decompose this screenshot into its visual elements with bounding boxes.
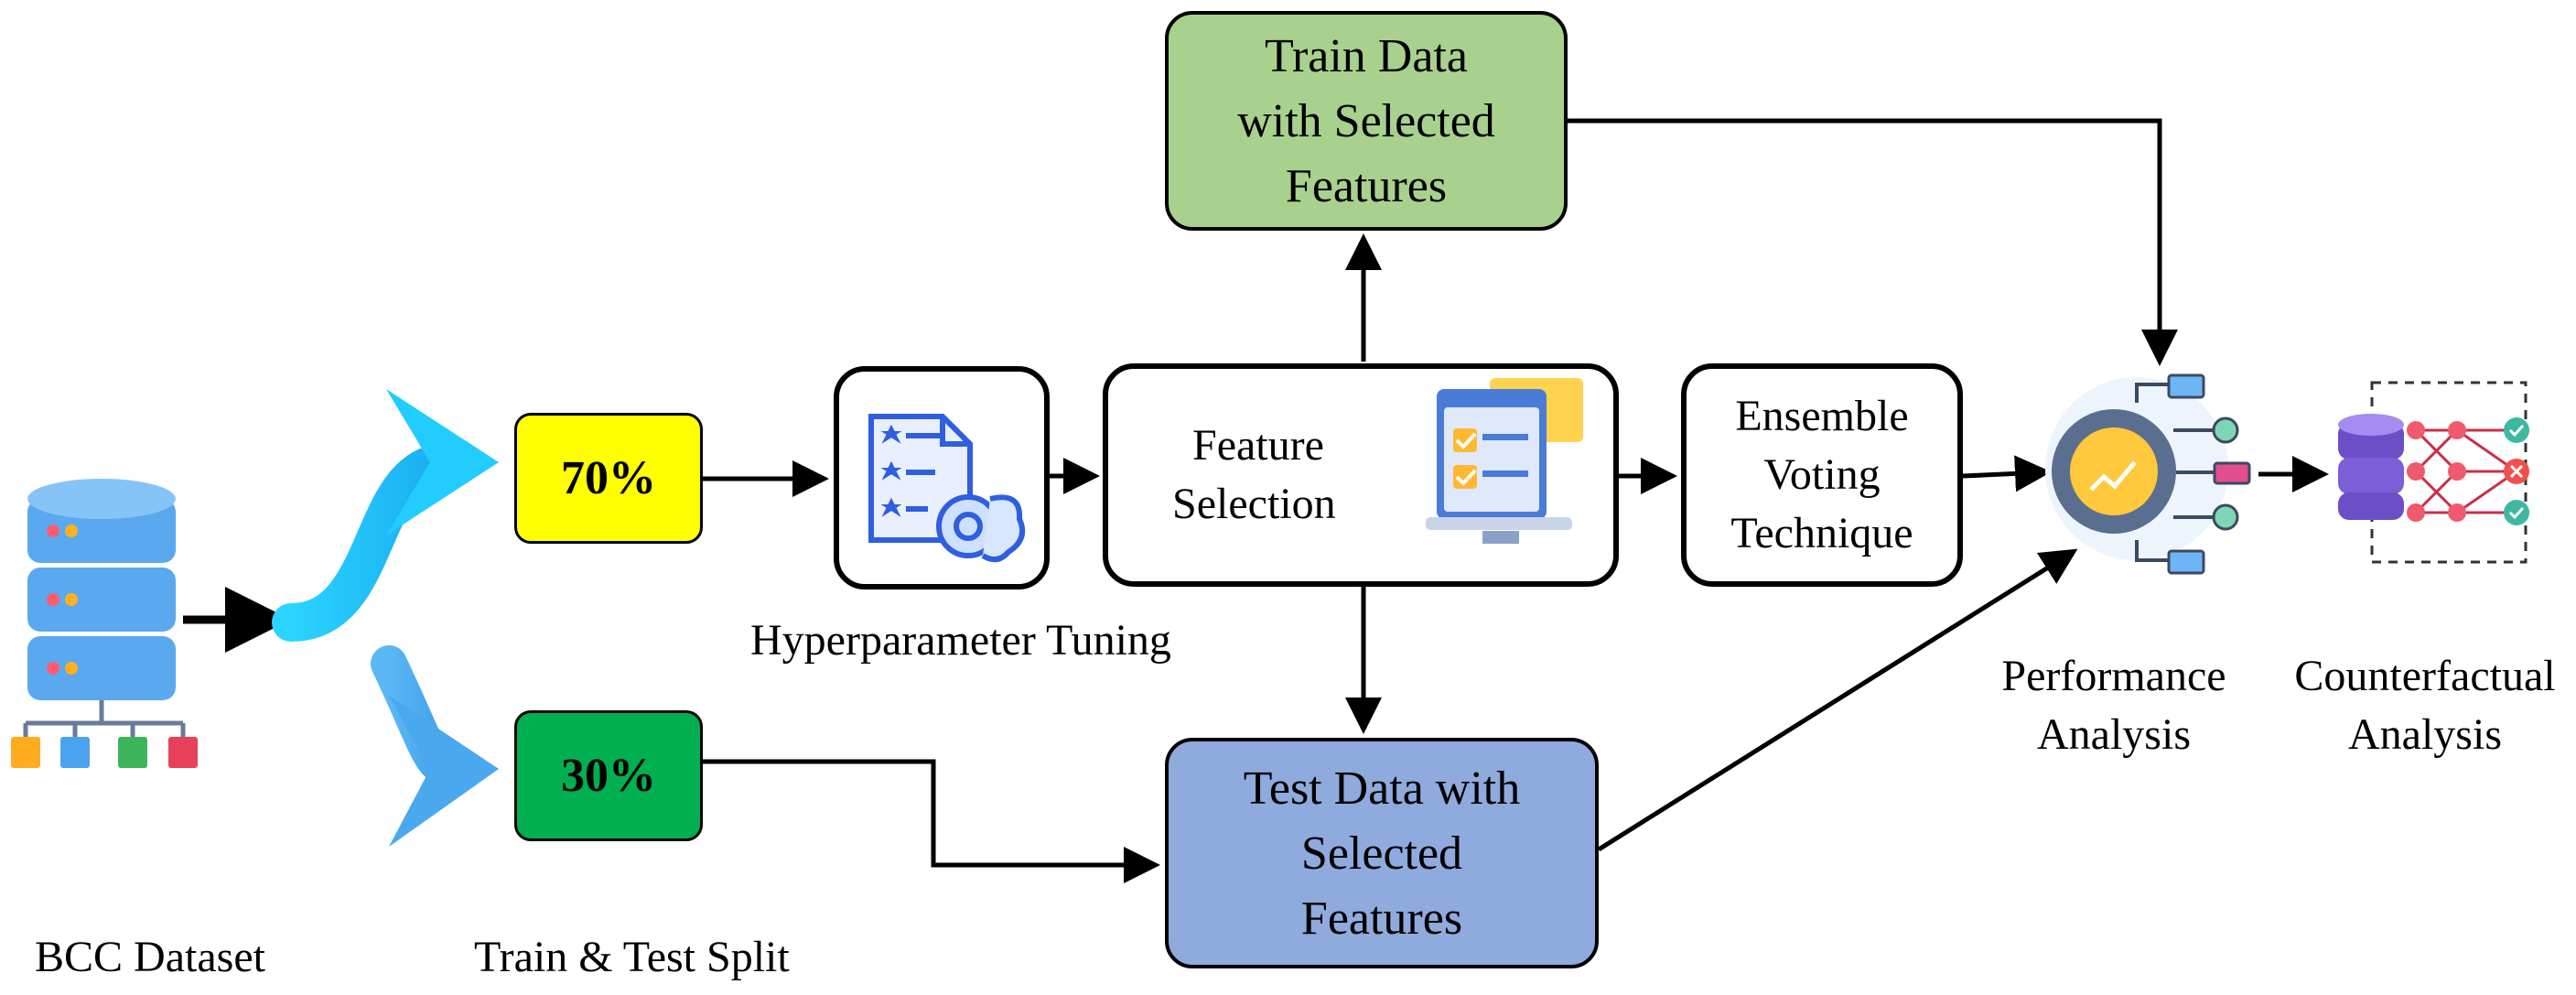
counterfactual-label: Counterfactual Analysis <box>2274 647 2576 764</box>
split-arrow-up <box>272 389 499 642</box>
feature-selection-box: Feature Selection <box>1103 363 1619 587</box>
dataset-label: BCC Dataset <box>35 933 265 981</box>
counterfactual-label-line-1: Counterfactual <box>2294 652 2556 700</box>
split-70-box: 70% <box>514 413 703 544</box>
ensemble-line-2: Voting <box>1763 450 1881 499</box>
hyperparameter-tuning-box <box>834 366 1050 589</box>
ensemble-line-1: Ensemble <box>1735 392 1909 440</box>
split-label: Train & Test Split <box>474 933 790 981</box>
ensemble-line-3: Technique <box>1730 509 1913 557</box>
gear-analytics-icon <box>2045 373 2251 575</box>
split-30-label: 30% <box>561 750 656 802</box>
train-data-box: Train Data with Selected Features <box>1165 11 1568 231</box>
test-data-line-2: Selected <box>1300 827 1463 880</box>
train-data-line-1: Train Data <box>1265 29 1468 82</box>
performance-label-line-1: Performance <box>2001 652 2226 700</box>
arrow-test-to-performance <box>1597 548 2078 852</box>
arrow-ensemble-to-performance <box>1962 455 2052 492</box>
train-data-line-2: with Selected <box>1237 94 1495 147</box>
split-arrow-down <box>371 645 499 847</box>
arrow-30-to-test <box>703 759 1160 883</box>
split-70-label: 70% <box>561 452 656 504</box>
test-data-line-1: Test Data with <box>1243 762 1521 815</box>
counterfactual-label-line-2: Analysis <box>2348 710 2502 759</box>
train-data-line-3: Features <box>1285 159 1448 212</box>
feature-selection-line-1: Feature <box>1192 421 1324 470</box>
performance-label: Performance Analysis <box>1977 647 2251 764</box>
neural-network-icon <box>2338 381 2529 564</box>
split-30-box: 30% <box>514 710 703 841</box>
ensemble-voting-box: Ensemble Voting Technique <box>1681 363 1963 587</box>
database-icon <box>11 479 198 768</box>
arrow-train-to-performance <box>1568 118 2178 366</box>
test-data-box: Test Data with Selected Features <box>1165 738 1599 968</box>
performance-label-line-2: Analysis <box>2037 710 2191 759</box>
tuning-label: Hyperparameter Tuning <box>750 616 1171 665</box>
test-data-line-3: Features <box>1300 892 1463 945</box>
feature-selection-line-2: Selection <box>1172 480 1336 528</box>
